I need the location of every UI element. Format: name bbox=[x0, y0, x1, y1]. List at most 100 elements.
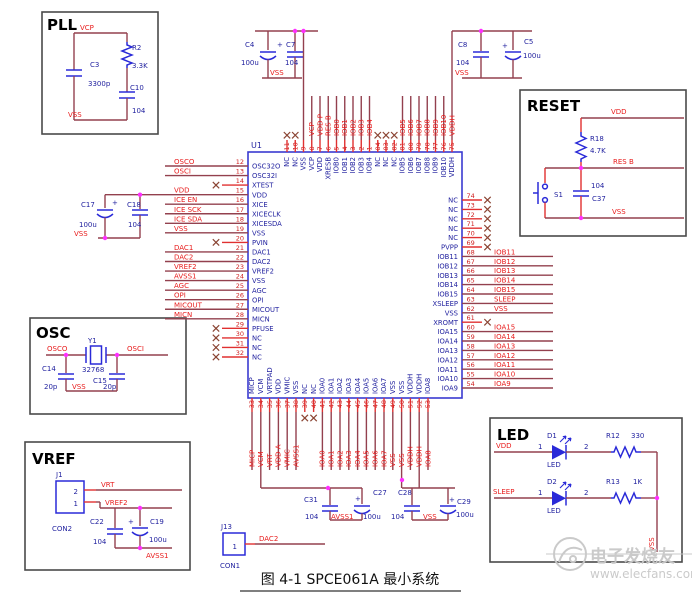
led-box bbox=[489, 417, 683, 563]
net-label: IOA11 bbox=[494, 361, 515, 369]
cap-ref: C22 bbox=[90, 518, 104, 526]
polarity-plus: + bbox=[449, 496, 455, 504]
pin-number: 12 bbox=[236, 158, 244, 166]
crystal-ref: Y1 bbox=[87, 337, 97, 345]
pin-name: OSC32O bbox=[252, 163, 280, 171]
cap-ref: C15 bbox=[93, 377, 107, 385]
cap-ref: C28 bbox=[398, 489, 412, 497]
net-label-vrt: VRT bbox=[101, 481, 115, 489]
junction-dot bbox=[478, 28, 484, 34]
net-label: IOA1 bbox=[328, 450, 336, 467]
decoupling-group-c31-c27: C31 104 AVSS1 + C27 100u bbox=[261, 487, 387, 521]
net-label: IOB3 bbox=[358, 119, 366, 136]
cap-value: 104 bbox=[391, 513, 405, 521]
reset-box bbox=[519, 89, 687, 237]
pin-number: 56 bbox=[467, 361, 475, 369]
diode-pin: 2 bbox=[584, 443, 588, 451]
pin-name: PVPP bbox=[441, 244, 458, 252]
cap-value: 104 bbox=[591, 182, 605, 190]
net-label: VDD A bbox=[275, 444, 283, 467]
pin-name: NC bbox=[310, 384, 318, 394]
connector-pin: 1 bbox=[74, 500, 78, 508]
led-title: LED bbox=[497, 426, 529, 444]
cap-value: 100u bbox=[241, 59, 259, 67]
polarity-plus: + bbox=[277, 41, 283, 49]
pin-name: IOA4 bbox=[354, 378, 362, 394]
led-block: LED VDD 1 D1 LED 2 R12 330 SLEEP 1 D2 LE… bbox=[489, 417, 683, 563]
net-label: OSCI bbox=[174, 168, 191, 176]
net-label: VSS bbox=[398, 453, 406, 467]
pin-name: VMIC bbox=[283, 376, 291, 394]
pin-number: 72 bbox=[467, 211, 475, 219]
resistor-value: 1K bbox=[633, 478, 642, 486]
pin-name: IOB9 bbox=[432, 157, 440, 173]
pin-number: 57 bbox=[467, 352, 475, 360]
j13-connector: J13 1 DAC2 CON1 bbox=[220, 523, 325, 570]
resistor-symbol bbox=[119, 42, 135, 68]
figure-caption: 图 4-1 SPCE061A 最小系统 bbox=[261, 572, 439, 588]
led-triangle bbox=[552, 445, 566, 460]
pin-name: IOA11 bbox=[437, 366, 458, 374]
net-label: RES B bbox=[325, 115, 333, 136]
pin-name: DAC2 bbox=[252, 258, 271, 266]
pin-name: NC bbox=[291, 157, 299, 167]
net-label-vdd: VDD bbox=[496, 442, 512, 450]
pin-number: 21 bbox=[236, 244, 244, 252]
net-label: OSCO bbox=[174, 158, 195, 166]
net-label-vss: VSS bbox=[612, 208, 626, 216]
junction-dot bbox=[325, 485, 331, 491]
net-label: IOB4 bbox=[366, 119, 374, 136]
net-label: IOB1 bbox=[341, 119, 349, 136]
pin-name: IOA1 bbox=[327, 378, 335, 394]
pin-name: VSS bbox=[398, 381, 406, 394]
pll-block: PLL VCP C3 3300p R2 3.3K C10 104 VSS bbox=[41, 11, 159, 135]
net-label: IOA6 bbox=[372, 450, 380, 467]
resistor-ref: R18 bbox=[590, 135, 604, 143]
net-label-avss1: AVSS1 bbox=[146, 552, 168, 560]
pin-name: IOB11 bbox=[437, 253, 458, 261]
net-label: VDDH bbox=[448, 115, 456, 136]
no-connect-x bbox=[382, 131, 390, 139]
net-label: MICP bbox=[248, 450, 256, 467]
net-label: OPI bbox=[174, 292, 186, 300]
no-connect-x bbox=[483, 224, 492, 232]
net-label: IOA10 bbox=[494, 371, 515, 379]
net-label: VSS bbox=[494, 305, 508, 313]
net-label: IOA8 bbox=[424, 450, 432, 467]
pin-name: IOA0 bbox=[319, 378, 327, 394]
watermark-logo-icon bbox=[569, 555, 577, 563]
net-label: IOB8 bbox=[424, 119, 432, 136]
pin-number: 29 bbox=[236, 320, 244, 328]
led-arrows-icon bbox=[559, 481, 572, 491]
junction-dot bbox=[578, 165, 584, 171]
cap-value: 100u bbox=[456, 511, 474, 519]
resistor-value: 4.7K bbox=[590, 147, 606, 155]
diode-pin: 1 bbox=[538, 443, 542, 451]
pin-name: VRTPAD bbox=[266, 367, 274, 394]
cap-ref: C29 bbox=[457, 498, 471, 506]
net-label: IOB0 bbox=[333, 119, 341, 136]
no-connect-x bbox=[483, 205, 492, 214]
net-label: IOA2 bbox=[336, 450, 344, 467]
pin-name: XRESB bbox=[324, 157, 332, 180]
cap-value: 104 bbox=[132, 107, 146, 115]
pin-number: 20 bbox=[236, 234, 244, 242]
pin-number: 58 bbox=[467, 342, 475, 350]
pin-name: XTEST bbox=[252, 182, 274, 190]
pin-name: IOB12 bbox=[437, 262, 458, 270]
junction-dot bbox=[63, 352, 69, 358]
no-connect-x bbox=[212, 181, 220, 189]
osc-title: OSC bbox=[36, 324, 71, 342]
pin-name: NC bbox=[374, 157, 382, 167]
pin-number: 24 bbox=[236, 273, 244, 281]
pin-number: 70 bbox=[467, 230, 475, 238]
no-connect-x bbox=[301, 414, 309, 422]
net-label-vss: VSS bbox=[74, 230, 88, 238]
switch-contact bbox=[541, 183, 549, 190]
net-label-avss1: AVSS1 bbox=[331, 513, 353, 521]
resistor-symbol bbox=[611, 445, 641, 459]
pin-name: IOA14 bbox=[437, 338, 458, 346]
pin-name: IOA12 bbox=[437, 356, 458, 364]
pin-number: 71 bbox=[467, 220, 475, 228]
